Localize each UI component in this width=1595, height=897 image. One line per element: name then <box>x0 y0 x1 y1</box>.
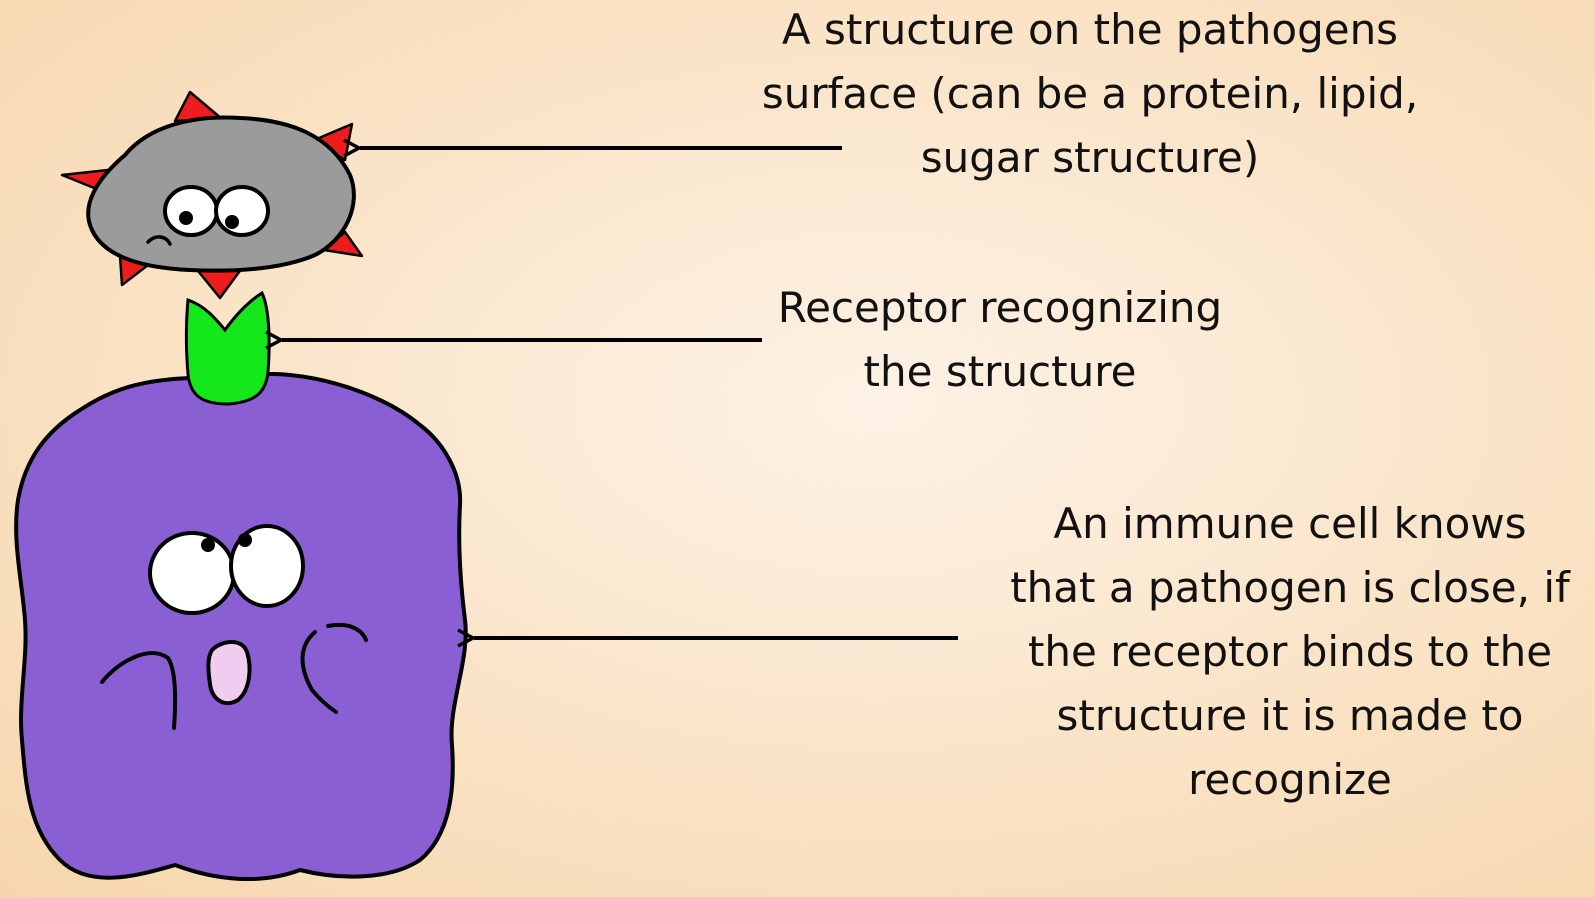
immune-cell <box>16 374 466 879</box>
receptor <box>187 293 270 404</box>
label-line: A structure on the pathogens <box>700 0 1480 62</box>
label-line: recognize <box>990 748 1590 812</box>
label-line: surface (can be a protein, lipid, <box>700 62 1480 126</box>
pathogen-structure-label: A structure on the pathogens surface (ca… <box>700 0 1480 190</box>
immune-cell-label: An immune cell knows that a pathogen is … <box>990 492 1590 812</box>
label-line: that a pathogen is close, if <box>990 556 1590 620</box>
label-line: the structure <box>720 340 1280 404</box>
immune-cell-mouth <box>208 642 249 703</box>
receptor-label: Receptor recognizing the structure <box>720 276 1280 404</box>
label-line: sugar structure) <box>700 126 1480 190</box>
label-line: Receptor recognizing <box>720 276 1280 340</box>
pathogen <box>88 117 354 270</box>
label-line: structure it is made to <box>990 684 1590 748</box>
label-line: the receptor binds to the <box>990 620 1590 684</box>
label-line: An immune cell knows <box>990 492 1590 556</box>
